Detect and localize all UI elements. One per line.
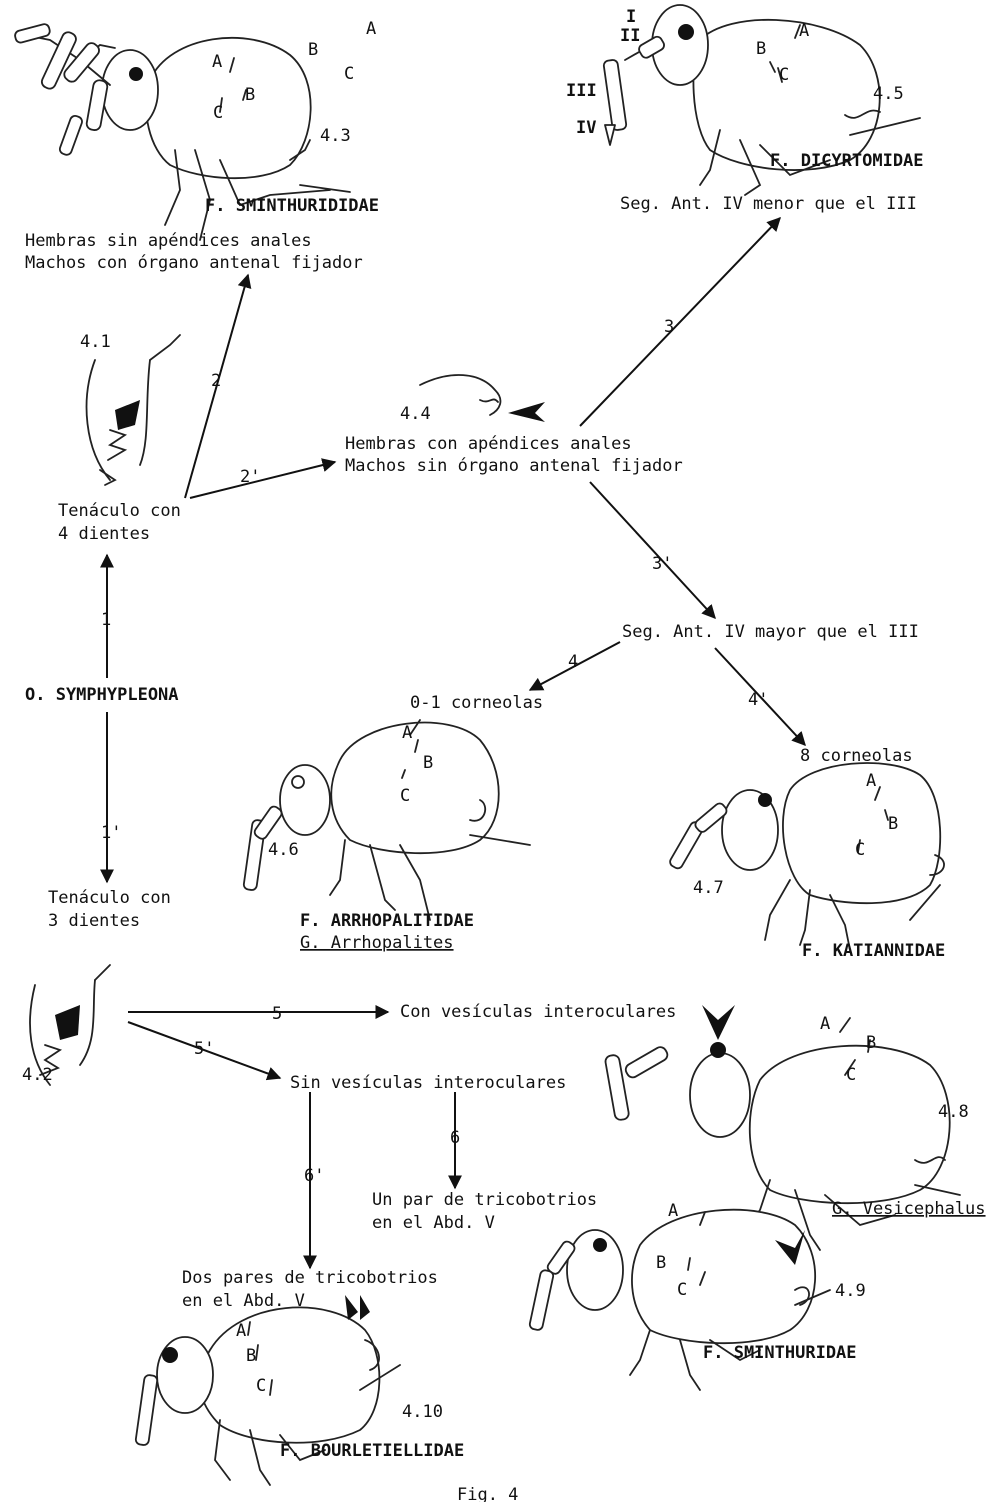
step-label: 2	[211, 371, 221, 391]
letter-b: B	[756, 39, 766, 59]
statement-hembras-con-2: Machos sin órgano antenal fijador	[345, 456, 683, 476]
letter-c: C	[677, 1280, 687, 1300]
letter-b: B	[245, 85, 255, 105]
family-sminthurididae: F. SMINTHURIDIDAE	[205, 196, 379, 216]
family-arrhopalitidae: F. ARRHOPALITIDAE	[300, 911, 474, 931]
figure-number: 4.9	[835, 1281, 866, 1301]
statement-hembras-sin-2: Machos con órgano antenal fijador	[25, 253, 363, 273]
step-label: 4	[568, 652, 578, 672]
letter-a: A	[366, 19, 376, 39]
letter-b: B	[423, 753, 433, 773]
statement-dos-pares-2: en el Abd. V	[182, 1291, 305, 1311]
letter-a: A	[236, 1321, 246, 1341]
letter-c: C	[213, 103, 223, 123]
antenna-segment: IV	[576, 118, 596, 138]
step-label: 3'	[652, 554, 672, 574]
genus-arrhopalites: G. Arrhopalites	[300, 933, 454, 953]
step-label: 3	[664, 317, 674, 337]
letter-b: B	[308, 40, 318, 60]
statement-seg-menor: Seg. Ant. IV menor que el III	[620, 194, 917, 214]
step-label: 1	[101, 610, 111, 630]
letter-c: C	[779, 65, 789, 85]
step-label: 4'	[748, 690, 768, 710]
letter-c: C	[344, 64, 354, 84]
letter-c: C	[256, 1376, 266, 1396]
antenna-segment: III	[566, 81, 597, 101]
figure-number: 4.3	[320, 126, 351, 146]
step-label: 6'	[304, 1166, 324, 1186]
letter-b: B	[888, 814, 898, 834]
family-katiannidae: F. KATIANNIDAE	[802, 941, 945, 961]
figure-number: 4.2	[22, 1065, 53, 1085]
step-label: 5'	[194, 1039, 214, 1059]
figure-caption: Fig. 4	[457, 1485, 518, 1502]
letter-a: A	[212, 52, 222, 72]
family-sminthuridae: F. SMINTHURIDAE	[703, 1343, 857, 1363]
statement-tenaculo3-2: 3 dientes	[48, 911, 140, 931]
statement-dos-pares-1: Dos pares de tricobotrios	[182, 1268, 438, 1288]
figure-number: 4.6	[268, 840, 299, 860]
family-bourletiellidae: F. BOURLETIELLIDAE	[280, 1441, 464, 1461]
arrhopalitidae-illustration	[243, 720, 530, 920]
figure-number: 4.4	[400, 404, 431, 424]
antenna-segment: II	[620, 26, 640, 46]
figure-number: 4.7	[693, 878, 724, 898]
step-label: 6	[450, 1128, 460, 1148]
tenaculum-4-teeth-illustration	[87, 335, 180, 485]
statement-hembras-con-1: Hembras con apéndices anales	[345, 434, 632, 454]
letter-b: B	[246, 1346, 256, 1366]
statement-tenaculo4-1: Tenáculo con	[58, 501, 181, 521]
statement-tenaculo3-1: Tenáculo con	[48, 888, 171, 908]
letter-a: A	[866, 771, 876, 791]
statement-con-vesiculas: Con vesículas interoculares	[400, 1002, 676, 1022]
step-label: 5	[272, 1004, 282, 1024]
figure-number: 4.8	[938, 1102, 969, 1122]
letter-b: B	[866, 1033, 876, 1053]
figure-number: 4.1	[80, 332, 111, 352]
statement-hembras-sin-1: Hembras sin apéndices anales	[25, 231, 312, 251]
letter-c: C	[400, 786, 410, 806]
statement-un-par-2: en el Abd. V	[372, 1213, 495, 1233]
letter-c: C	[855, 840, 865, 860]
katiannidae-illustration	[668, 763, 944, 950]
antenna-segment: I	[626, 7, 636, 27]
statement-tenaculo4-2: 4 dientes	[58, 524, 150, 544]
genus-vesicephalus: G. Vesicephalus	[832, 1199, 986, 1219]
statement-corneolas-8: 8 corneolas	[800, 746, 913, 766]
figure-number: 4.10	[402, 1402, 443, 1422]
step-label: 1'	[101, 823, 121, 843]
letter-a: A	[402, 723, 412, 743]
figure-number: 4.5	[873, 84, 904, 104]
letter-b: B	[656, 1253, 666, 1273]
anal-appendage-illustration	[420, 375, 545, 422]
step-label: 2'	[240, 467, 260, 487]
family-dicyrtomidae: F. DICYRTOMIDAE	[770, 151, 924, 171]
statement-un-par-1: Un par de tricobotrios	[372, 1190, 597, 1210]
statement-corneolas-01: 0-1 corneolas	[410, 693, 543, 713]
letter-c: C	[846, 1065, 856, 1085]
statement-seg-mayor: Seg. Ant. IV mayor que el III	[622, 622, 919, 642]
letter-a: A	[820, 1014, 830, 1034]
order-symphypleona: O. SYMPHYPLEONA	[25, 685, 179, 705]
statement-sin-vesiculas: Sin vesículas interoculares	[290, 1073, 566, 1093]
letter-a: A	[799, 21, 809, 41]
letter-a: A	[668, 1201, 678, 1221]
